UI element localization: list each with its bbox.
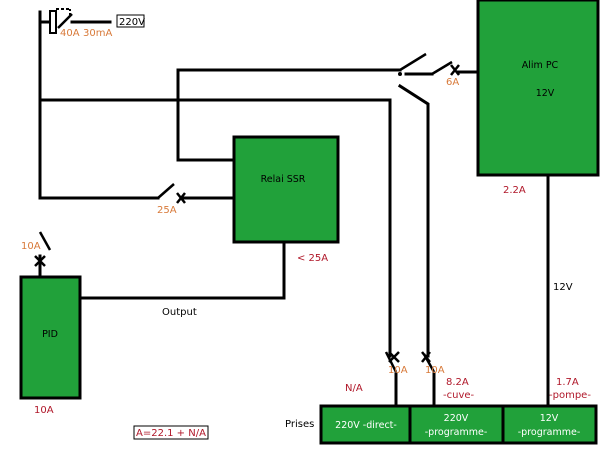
differential-rating: 30mA (83, 28, 112, 39)
ssr-breaker-rating: 25A (157, 205, 177, 216)
pid-output-wire (78, 240, 286, 300)
supply-voltage: 220V (119, 17, 145, 28)
pid-name: PID (42, 329, 58, 340)
three-way-switch (398, 52, 427, 76)
outlet-direct-current: N/A (345, 383, 363, 394)
pid-box: PID (19, 275, 82, 400)
outlet-pompe (501, 404, 598, 445)
alim-pc-name: Alim PC (522, 60, 559, 71)
branch-wire-outlet-1 (38, 98, 392, 358)
total-current-label: A=22.1 + N/A (136, 428, 206, 439)
outlet-direct (319, 404, 412, 445)
ssr-breaker-switch (157, 183, 186, 204)
breaker-ratings: 6A 25A 10A 10A 10A (21, 77, 459, 376)
switches (34, 8, 460, 373)
prises-block: Prises 220V -direct- 220V -programme- 12… (285, 404, 598, 445)
load-currents: 2.2A < 25A 10A N/A 8.2A -cuve- 1.7A -pom… (34, 185, 591, 416)
alim-pc-breaker-rating: 6A (446, 77, 459, 88)
outlet-cuve-name: -cuve- (443, 390, 475, 401)
pid-current: 10A (34, 405, 54, 416)
outlet-direct-label: 220V -direct- (335, 420, 397, 431)
outlet-pompe-name: -pompe- (549, 390, 591, 401)
relai-ssr-box: Relai SSR (232, 135, 340, 244)
ssr-output-wire (176, 68, 402, 162)
total-current: A=22.1 + N/A (133, 425, 209, 440)
alim-pc-voltage: 12V (536, 88, 555, 99)
outlet-1-breaker-switch (384, 351, 400, 373)
dc-line-label: 12V (553, 282, 573, 293)
outlet-2-breaker-switch (421, 351, 436, 373)
total-frame (133, 425, 209, 440)
outlet-pompe-mode: -programme- (518, 427, 581, 438)
pid-breaker-rating: 10A (21, 241, 41, 252)
outlet-pompe-current: 1.7A (556, 377, 579, 388)
supply-labels: 220V 40A 30mA (60, 14, 145, 39)
alim-pc-current: 2.2A (503, 185, 526, 196)
outlet-1-breaker-rating: 10A (388, 365, 408, 376)
relai-ssr-name: Relai SSR (261, 174, 306, 185)
outlet-cuve-current: 8.2A (446, 377, 469, 388)
alim-pc-box: Alim PC 12V (476, 0, 600, 177)
prises-label: Prises (285, 419, 314, 430)
outlet-cuve (408, 404, 505, 445)
pid-output-label: Output (162, 307, 197, 318)
pid-breaker-switch (34, 231, 52, 267)
ssr-current: < 25A (297, 253, 328, 264)
main-breaker-rating: 40A (60, 28, 80, 39)
supply-voltage-frame (116, 14, 145, 28)
outlet-cuve-voltage: 220V (444, 413, 469, 424)
outlet-2-breaker-rating: 10A (425, 365, 445, 376)
wires (38, 10, 550, 408)
main-breaker-switch (49, 8, 73, 34)
outlet-cuve-mode: -programme- (425, 427, 488, 438)
outlet-pompe-voltage: 12V (540, 413, 559, 424)
switch-to-outlet-2-wire (397, 83, 430, 358)
alim-pc-breaker-switch (431, 60, 460, 76)
